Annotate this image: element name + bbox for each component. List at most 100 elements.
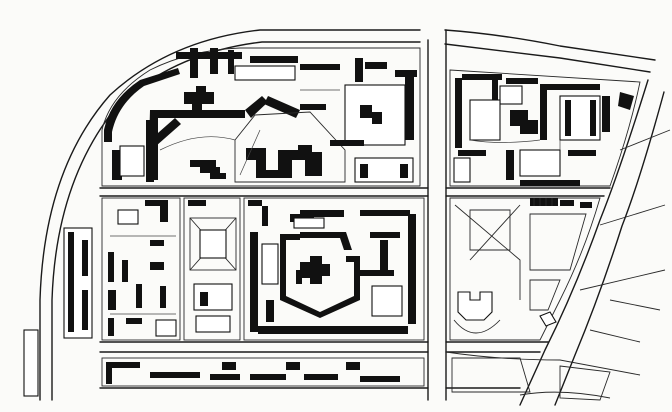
- cr-east-court: [371, 285, 403, 317]
- ep-outline: [449, 197, 601, 341]
- cr-central-cluster: [300, 256, 330, 284]
- ep-palace-arc: [453, 319, 501, 334]
- ep-park-square: [469, 209, 511, 251]
- east-diagonal-west-edge: [519, 79, 649, 406]
- nw-edge-tower: [112, 150, 122, 180]
- district-southern-strip: [101, 357, 425, 387]
- cr-west-slab: [250, 232, 258, 332]
- ne-corner-tower: [618, 92, 634, 110]
- nw-central-plaza: [234, 111, 346, 183]
- west-block-outline: [101, 197, 181, 341]
- west-bld-7: [160, 286, 166, 308]
- ep-grid-lines: [533, 198, 553, 206]
- nw-tower-2: [210, 48, 218, 74]
- nw-tower-1: [190, 48, 198, 78]
- nw-east-bend: [264, 96, 300, 118]
- cr-south-slab: [258, 326, 408, 334]
- nw-se-wing-1: [360, 164, 368, 178]
- cr-east-inner-2: [380, 240, 388, 270]
- east-minor-diagonal-2: [599, 204, 666, 226]
- nw-curved-perimeter-building: [104, 68, 180, 142]
- ep-east-lot: [529, 279, 561, 311]
- east-minor-diagonal-3: [579, 269, 666, 291]
- ne-tower-1: [492, 80, 498, 102]
- central-square-plaza: [189, 217, 237, 271]
- ep-diagonal-path-2: [469, 204, 521, 261]
- nw-north-slab-1: [176, 52, 242, 59]
- ne-court-2: [469, 99, 501, 141]
- west-top-tower: [160, 200, 168, 222]
- outer-curved-boulevard-outer-edge: [39, 29, 421, 401]
- ne-block-outline: [449, 69, 641, 187]
- nw-north-slab-2: [250, 56, 298, 63]
- cr-cluster-wing: [296, 270, 302, 284]
- south-bld-2: [286, 362, 300, 370]
- nw-tower-5: [365, 62, 387, 69]
- cs-top-bld: [188, 200, 206, 206]
- west-top-slab: [145, 200, 167, 206]
- ne-lower-court: [519, 149, 561, 177]
- cr-outline: [243, 197, 425, 341]
- south-slab-2: [210, 374, 240, 380]
- west-strip-slab: [68, 232, 74, 332]
- nw-north-slab-3: [300, 64, 340, 70]
- west-bld-2: [108, 252, 114, 282]
- central-square-monument: [199, 229, 227, 259]
- south-slab-3: [250, 374, 286, 380]
- ne-ce-slab-2: [590, 100, 596, 136]
- ne-court-1: [499, 85, 523, 105]
- ne-l-block: [510, 110, 538, 134]
- ep-diagonal-path-1: [454, 204, 521, 300]
- district-central-residential: [243, 197, 425, 341]
- ne-north-slab-2: [506, 78, 538, 84]
- district-west-school: [101, 197, 181, 341]
- ne-lower-slab-1: [458, 150, 486, 156]
- west-bld-9: [126, 318, 142, 324]
- west-edge-building: [23, 329, 39, 397]
- west-paths: [110, 235, 176, 315]
- nw-footpaths: [159, 89, 340, 176]
- west-strip-slab-2: [82, 240, 88, 276]
- ep-small-pavilion: [539, 311, 557, 327]
- central-square-outline: [183, 197, 241, 341]
- cr-north-court: [293, 217, 325, 229]
- east-diagonal-east-edge: [554, 91, 665, 406]
- nw-tower-4: [355, 58, 363, 82]
- street-network: [39, 29, 671, 406]
- ep-east-field: [529, 213, 587, 271]
- nw-block-outline: [101, 47, 421, 187]
- cs-lower-building: [193, 283, 233, 311]
- south-slab-5: [360, 376, 400, 382]
- cr-top-slab-2: [360, 210, 410, 216]
- east-minor-diagonal: [619, 129, 671, 151]
- ne-lower-slab-3: [568, 150, 596, 156]
- south-slab-4: [304, 374, 338, 380]
- cr-top-slab: [300, 210, 344, 217]
- district-north-west: [101, 47, 421, 187]
- cr-top-2: [262, 206, 268, 226]
- west-bld-4: [150, 262, 164, 270]
- cs-lower-court: [195, 315, 231, 333]
- nw-se-wing-2: [400, 164, 408, 178]
- cr-east-inner-3: [360, 270, 394, 276]
- nw-east-courtyard-building: [360, 105, 382, 124]
- nw-east-low-slab: [330, 140, 364, 146]
- cr-west-court: [261, 243, 279, 285]
- cs-lower-wing: [200, 292, 208, 306]
- district-east-park: [449, 197, 601, 341]
- ne-footpaths: [469, 139, 561, 150]
- south-bld-1: [222, 362, 236, 370]
- south-bld-3: [346, 362, 360, 370]
- cr-top-1: [248, 200, 262, 206]
- nw-inner-crescent: [148, 110, 245, 180]
- nw-central-complex: [246, 145, 322, 178]
- nw-edge-court: [119, 145, 145, 177]
- nw-inner-diag-2: [245, 96, 268, 118]
- ep-palace-building: [457, 291, 493, 321]
- nw-east-slab: [300, 104, 326, 110]
- south-slab-1: [150, 372, 200, 378]
- west-bld-3: [122, 260, 128, 282]
- district-central-square: [183, 197, 241, 341]
- nw-zig-1: [190, 160, 216, 167]
